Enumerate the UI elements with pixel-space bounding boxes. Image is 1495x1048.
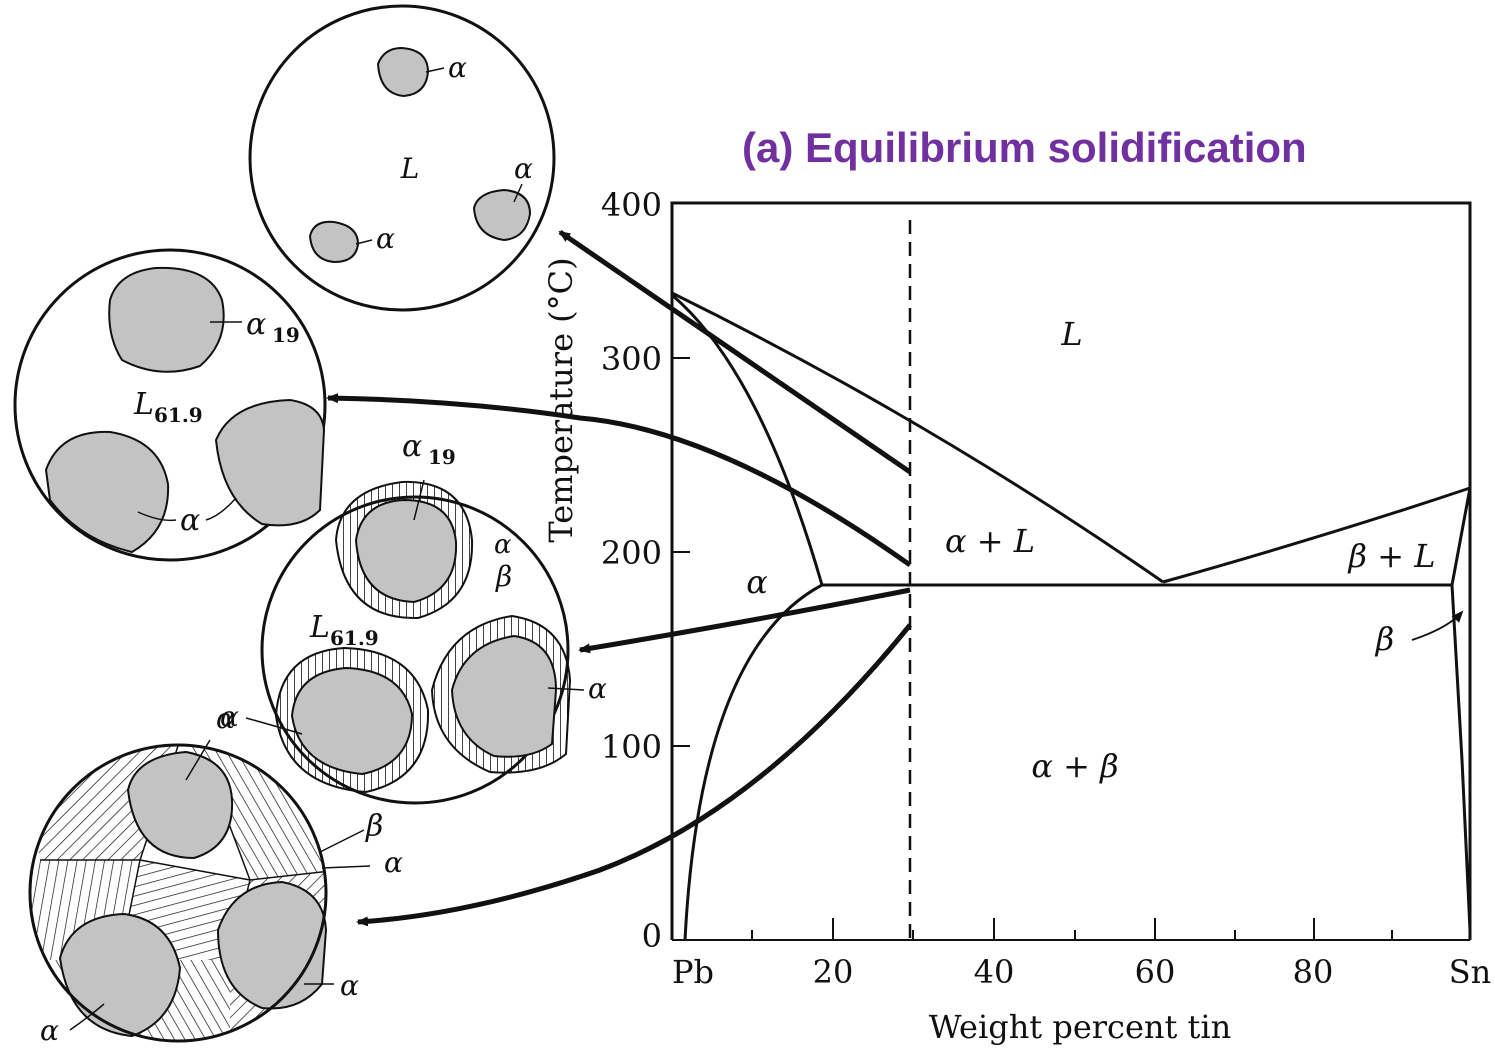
label-alpha: α [514,152,533,185]
label-liquid: L [309,610,330,645]
y-axis-label: Temperature (°C) [542,257,580,542]
x-tick-label: 80 [1293,953,1334,991]
alpha-grain [290,666,414,776]
leader-line [319,829,365,853]
arrow-to-micrograph-3 [578,587,911,654]
phase-label-alpha-liquid: α + L [945,522,1035,560]
phase-diagram: 400 300 200 100 0 Pb 20 40 60 80 Sn [542,186,1491,1046]
label-alpha: α [402,429,422,464]
y-ticks [672,202,690,941]
leader-line [137,511,177,522]
micrograph-2: α 19 L 61.9 α [13,248,327,562]
phase-boundaries [671,220,1472,941]
label-alpha: α [220,700,239,733]
label-liquid: L [400,152,420,185]
label-beta: β [365,809,383,844]
phase-label-alpha: α [746,563,768,601]
x-tick-label: Sn [1449,953,1492,991]
y-tick-label: 400 [601,186,662,224]
x-tick-label: 60 [1135,953,1176,991]
connector-arrows [326,229,912,927]
alpha-grain [354,498,458,604]
label-subscript: 61.9 [330,626,379,650]
y-tick-label: 300 [601,340,662,378]
solvus-alpha [683,583,823,941]
leader-line [413,479,425,521]
alpha-grain [58,912,182,1038]
leader-line [69,1003,105,1031]
micrograph-3: α 19 α β L 61.9 α α [220,429,607,805]
phase-label-beta: β [1375,620,1395,658]
label-subscript: 19 [428,445,456,469]
label-alpha: α [448,51,467,84]
alpha-grain [450,634,558,758]
label-alpha: α [340,969,359,1002]
label-alpha: α [376,222,395,255]
label-alpha: α [588,672,607,705]
leader-line [321,865,371,869]
y-tick-labels: 400 300 200 100 0 [601,186,662,955]
beta-leader-arrow [1411,610,1464,641]
alpha-grain [472,188,532,242]
micrograph-1: α L α α [248,4,556,312]
figure-title: (a) Equilibrium solidification [742,124,1307,171]
leader-line [205,497,237,521]
x-tick-label: 20 [813,953,854,991]
leader-line [547,687,585,691]
alpha-grain [214,398,326,527]
label-alpha: α [246,307,266,342]
y-tick-label: 0 [642,917,662,955]
alpha-grain [44,430,170,554]
arrow-to-micrograph-2 [326,393,912,568]
label-subscript: 61.9 [154,403,203,427]
liquidus-right [1162,486,1471,584]
x-ticks [751,918,1393,940]
leader-line [185,739,211,781]
label-liquid: L [133,387,154,422]
arrow-to-micrograph-1 [558,229,912,475]
solidus-alpha [671,293,824,586]
alpha-grain [308,220,360,264]
alpha-grain [108,266,225,373]
x-tick-label: 40 [974,953,1015,991]
x-axis-label: Weight percent tin [929,1008,1232,1046]
label-alpha: α [40,1014,59,1047]
label-alpha: α [384,846,403,879]
solvus-beta [1450,584,1472,931]
leader-line [513,183,523,203]
plot-frame [670,201,1472,940]
label-subscript: 19 [272,323,300,347]
label-beta-rim: β [495,560,512,593]
liquidus-left [671,291,1164,584]
y-tick-label: 100 [601,728,662,766]
leader-line [355,239,373,245]
label-alpha: α [180,503,200,538]
label-alpha-rim: α [494,530,512,560]
solidus-beta [1450,487,1472,586]
arrow-to-micrograph-4 [356,623,912,927]
y-tick-label: 200 [601,534,662,572]
micrograph-circle [28,743,328,1043]
phase-label-liquid: L [1060,315,1082,353]
leader-line [245,717,303,735]
leader-line [425,67,445,73]
alpha-grain [126,750,234,860]
x-tick-labels: Pb 20 40 60 80 Sn [672,953,1491,991]
label-alpha: α [216,702,235,735]
phase-label-beta-liquid: β + L [1348,537,1436,575]
phase-label-alpha-beta: α + β [1031,747,1118,785]
x-tick-label: Pb [672,953,714,991]
